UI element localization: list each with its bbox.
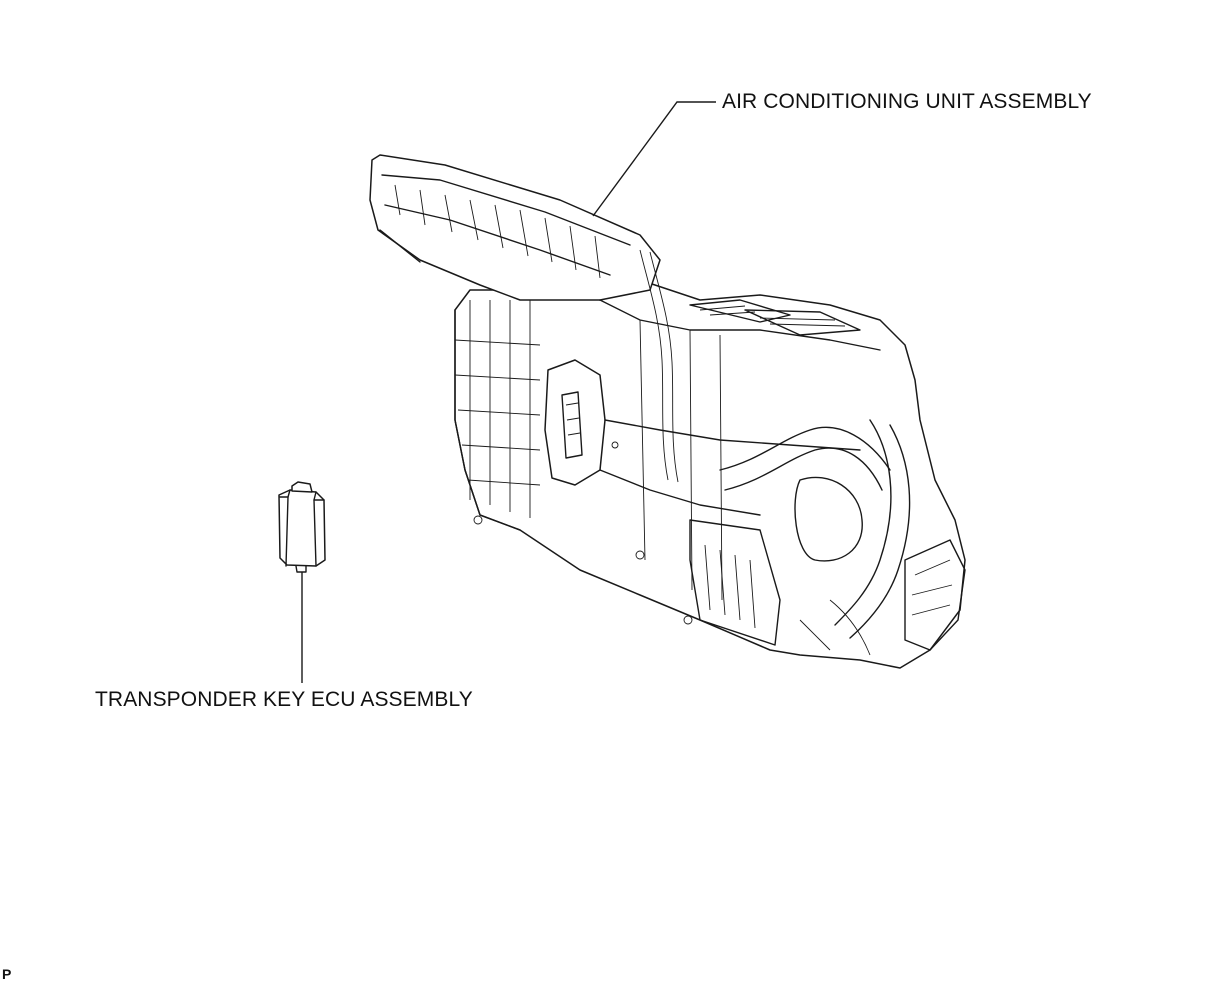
corner-mark: P <box>2 966 12 982</box>
transponder-key-ecu-drawing <box>278 481 326 573</box>
air-conditioning-unit-drawing <box>369 154 966 669</box>
callout-air-conditioning-unit-assembly: AIR CONDITIONING UNIT ASSEMBLY <box>722 90 1092 113</box>
callout-transponder-key-ecu-assembly: TRANSPONDER KEY ECU ASSEMBLY <box>95 688 473 711</box>
leader-line-ac-unit <box>592 101 716 217</box>
